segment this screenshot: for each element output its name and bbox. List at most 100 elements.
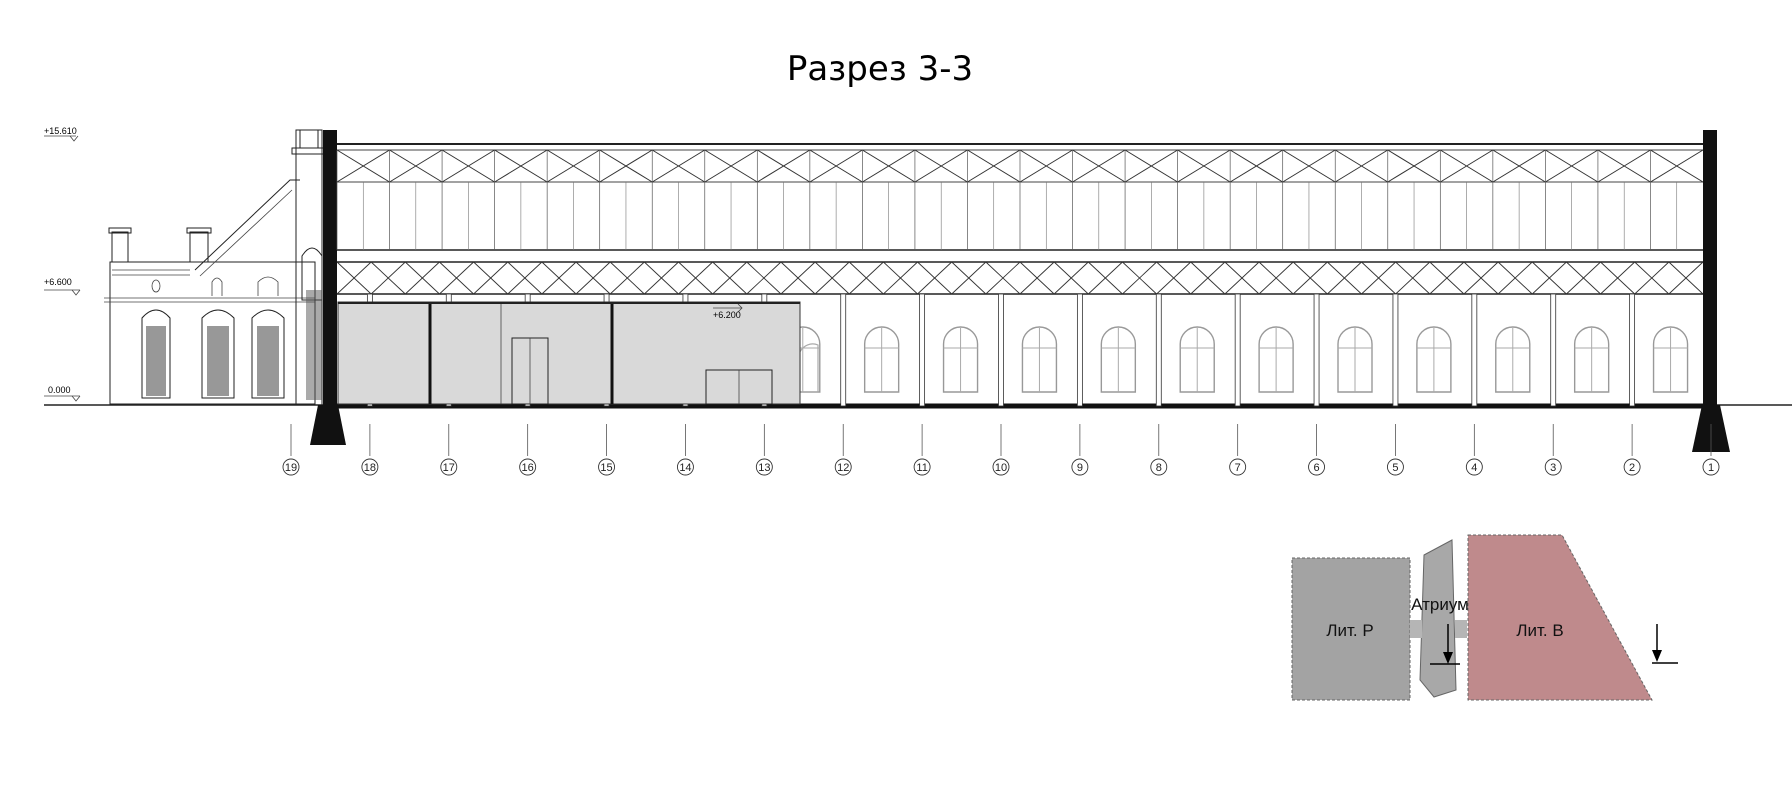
axis-label: 5: [1392, 462, 1398, 474]
truss-diagonal: [1019, 149, 1073, 183]
lower-diagonal: [644, 261, 679, 295]
truss-diagonal: [1545, 149, 1599, 183]
truss-diagonal: [704, 149, 758, 183]
truss-diagonal: [1177, 149, 1231, 183]
hall-column: [1392, 293, 1399, 407]
drawing-title: Разрез 3-3: [787, 49, 973, 89]
axis-label: 19: [285, 462, 297, 474]
lower-diagonal: [712, 261, 748, 295]
axis-bubble: [1623, 458, 1641, 476]
lower-diagonal: [746, 261, 782, 295]
truss-diagonal: [441, 149, 495, 183]
lower-diagonal: [951, 261, 987, 295]
axis-label: 3: [1550, 462, 1556, 474]
axis-bubble: [282, 458, 300, 476]
truss-diagonal: [1597, 149, 1651, 183]
arched-window: [1416, 326, 1452, 393]
lower-diagonal: [985, 261, 1021, 295]
axis-label: 7: [1235, 462, 1241, 474]
axis-label: 1: [1708, 462, 1714, 474]
axis-bubble: [361, 458, 379, 476]
axis-bubble: [1465, 458, 1483, 476]
axis-bubble: [992, 458, 1010, 476]
key-plan: Лит. Р Атриум Лит. В: [1291, 534, 1678, 701]
lower-diagonal: [473, 261, 509, 295]
lower-diagonal: [1087, 261, 1123, 295]
axis-bubble: [598, 458, 616, 476]
left-annex: [104, 129, 327, 406]
axis-bubble: [1150, 458, 1168, 476]
lower-diagonal: [1190, 261, 1226, 295]
inner-level-label: +6.200: [713, 310, 741, 320]
truss-diagonal: [1229, 149, 1283, 183]
truss-diagonal: [1440, 149, 1494, 183]
arched-window: [1100, 326, 1137, 393]
truss-diagonal: [336, 149, 390, 183]
axis-bubble: [519, 458, 537, 476]
annex-window-1: [141, 309, 171, 399]
lower-diagonal: [1224, 261, 1260, 295]
section-cut-arrow-2: [1652, 624, 1678, 664]
axis-label: 18: [364, 462, 376, 474]
key-plan-label-middle: Атриум: [1411, 595, 1469, 614]
level-label-top: +15.610: [44, 126, 77, 136]
axis-bubble: [1229, 458, 1247, 476]
truss-diagonal: [862, 149, 916, 183]
hall-column: [840, 293, 847, 407]
lower-diagonal: [1463, 261, 1499, 295]
lower-diagonal: [1531, 261, 1567, 295]
hall-column: [1076, 293, 1083, 407]
truss-diagonal: [1492, 149, 1546, 183]
hall-left-wall: [310, 130, 346, 445]
truss-diagonal: [1124, 149, 1178, 183]
key-plan-label-right: Лит. В: [1516, 621, 1563, 640]
arched-window: [1021, 326, 1058, 393]
arched-window: [1179, 326, 1215, 393]
truss-diagonal: [1072, 149, 1126, 183]
key-plan-label-left: Лит. Р: [1326, 621, 1373, 640]
truss-diagonal: [1650, 149, 1704, 183]
arched-window: [1573, 326, 1610, 393]
lower-diagonal: [1668, 261, 1704, 295]
level-label-ground: 0.000: [48, 385, 71, 395]
axis-label: 10: [995, 462, 1007, 474]
lower-truss: [336, 261, 1704, 295]
level-mark-ground: 0.000: [44, 385, 81, 402]
axis-bubble: [1308, 458, 1326, 476]
lower-diagonal: [1600, 261, 1636, 295]
lower-diagonal: [575, 261, 611, 295]
lower-diagonal: [609, 261, 645, 295]
truss-diagonal: [546, 149, 600, 183]
lower-diagonal: [439, 261, 474, 295]
arched-window: [1337, 326, 1373, 393]
axis-bubble: [1702, 458, 1720, 476]
hall-column: [1471, 293, 1478, 407]
truss-diagonal: [914, 149, 968, 183]
truss-diagonal: [389, 149, 443, 183]
level-label-mid: +6.600: [44, 277, 72, 287]
axis-bubble: [1386, 458, 1404, 476]
hall-column: [1234, 293, 1241, 407]
axis-bubble: [1071, 458, 1089, 476]
axis-label: 17: [443, 462, 455, 474]
lower-diagonal: [1292, 261, 1328, 295]
lower-diagonal: [370, 261, 406, 295]
lower-diagonal: [1361, 261, 1396, 295]
key-plan-block-right: [1467, 534, 1653, 701]
lower-diagonal: [678, 261, 713, 295]
axis-label: 16: [522, 462, 534, 474]
lower-diagonal: [1429, 261, 1465, 295]
axis-bubble: [1544, 458, 1562, 476]
annex-window-2: [201, 309, 235, 399]
axis-label: 8: [1156, 462, 1162, 474]
axis-label: 2: [1629, 462, 1635, 474]
axis-label: 15: [600, 462, 612, 474]
lower-diagonal: [1497, 261, 1533, 295]
axis-label: 12: [837, 462, 849, 474]
truss-diagonal: [967, 149, 1021, 183]
hall-column: [919, 293, 926, 407]
roof-truss: [336, 143, 1704, 251]
arched-window: [942, 326, 979, 393]
